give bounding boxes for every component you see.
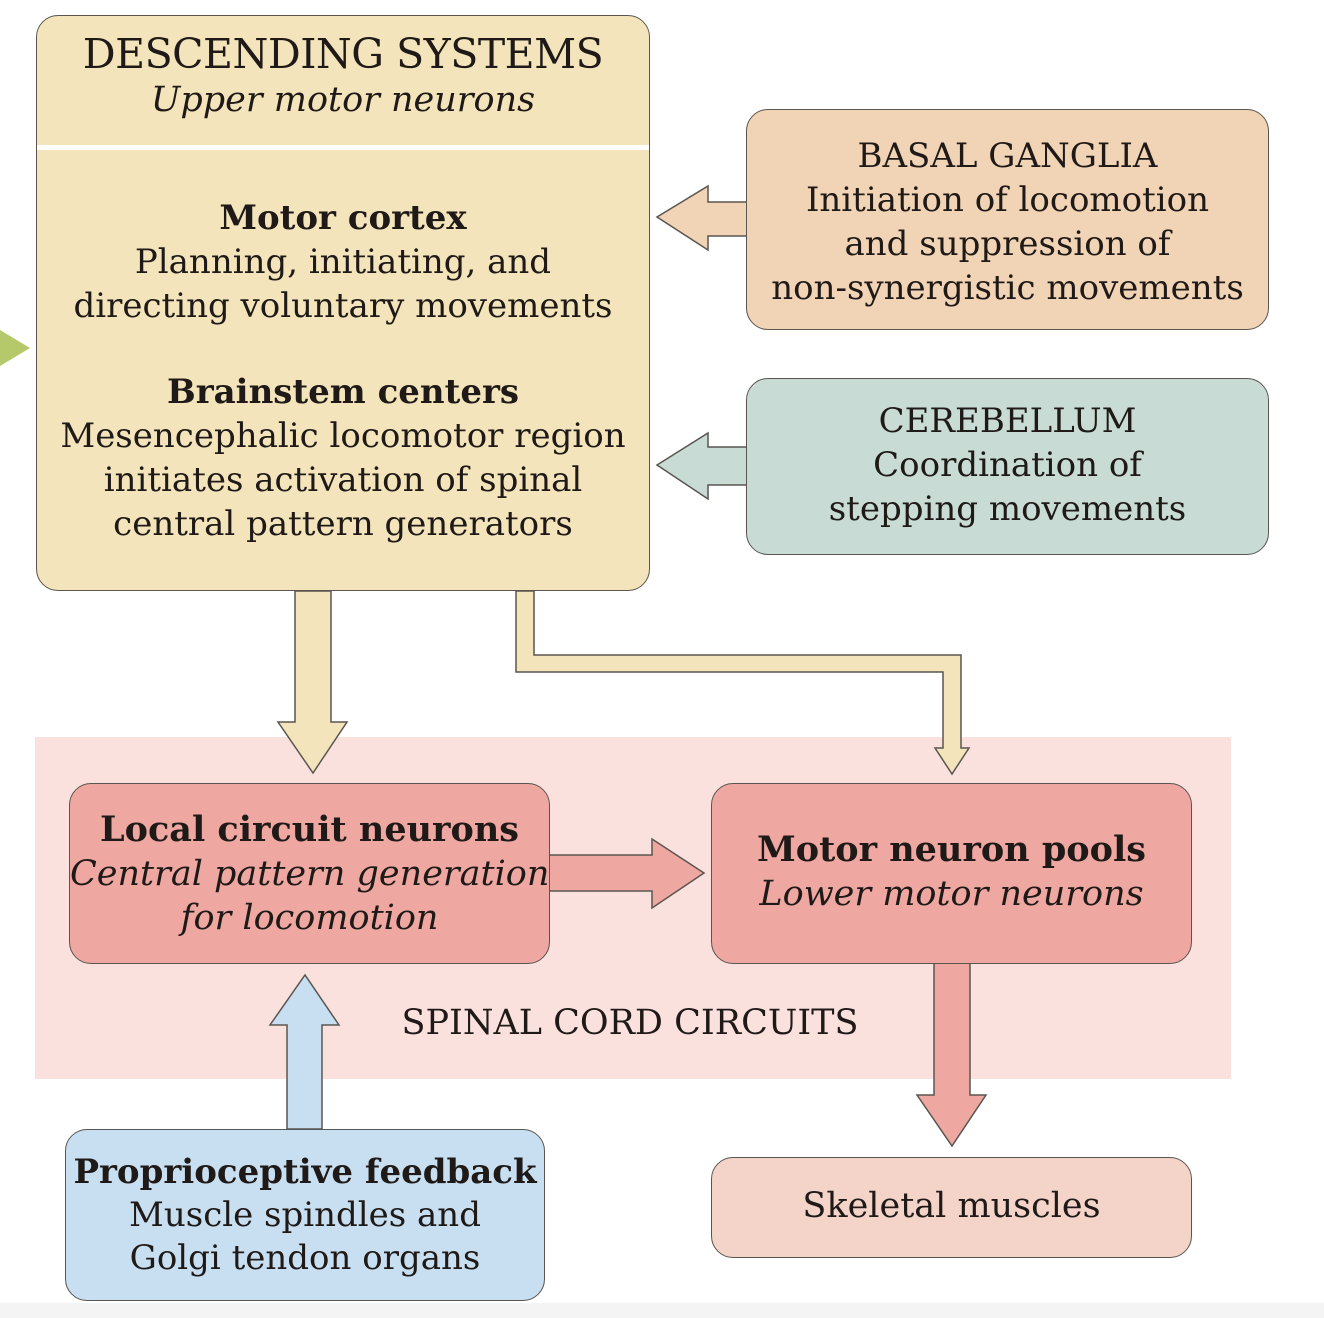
basal-ganglia-line: Initiation of locomotion [805, 180, 1210, 220]
basal-ganglia-arrow [655, 184, 748, 252]
descending-to-local-arrow [276, 590, 349, 775]
spinal-cord-label: SPINAL CORD CIRCUITS [401, 1003, 859, 1043]
proprioceptive-feedback-box: Proprioceptive feedback Muscle spindles … [65, 1129, 545, 1301]
brainstem-section: Brainstem centers Mesencephalic locomoto… [37, 370, 649, 546]
basal-ganglia-box: BASAL GANGLIA Initiation of locomotion a… [746, 109, 1269, 330]
cerebellum-line: stepping movements [828, 489, 1187, 529]
motor-pools-to-skeletal-arrow [915, 962, 988, 1148]
brainstem-line: initiates activation of spinal [103, 460, 583, 500]
motor-cortex-line: directing voluntary movements [73, 286, 613, 326]
bottom-fade [0, 1303, 1324, 1318]
descending-systems-box: DESCENDING SYSTEMS Upper motor neurons M… [36, 15, 650, 591]
motor-pools-title: Motor neuron pools [757, 829, 1146, 870]
cerebellum-arrow [655, 431, 748, 501]
basal-ganglia-line: non-synergistic movements [771, 268, 1244, 308]
motor-cortex-section: Motor cortex Planning, initiating, and d… [37, 196, 649, 328]
skeletal-muscles-box: Skeletal muscles [711, 1157, 1192, 1258]
motor-cortex-line: Planning, initiating, and [134, 242, 552, 282]
motor-pools-subtitle: Lower motor neurons [759, 874, 1144, 914]
skeletal-muscles-label: Skeletal muscles [802, 1186, 1101, 1226]
proprioceptive-line: Golgi tendon organs [129, 1238, 481, 1278]
descending-to-motor-pools-arrow [515, 590, 971, 776]
local-to-motor-pools-arrow [548, 837, 706, 910]
brainstem-heading: Brainstem centers [166, 372, 520, 412]
cerebellum-line: Coordination of [873, 445, 1142, 485]
descending-title: DESCENDING SYSTEMS [82, 30, 604, 78]
basal-ganglia-line: and suppression of [844, 224, 1171, 264]
descending-subtitle: Upper motor neurons [150, 80, 536, 120]
cerebellum-box: CEREBELLUM Coordination of stepping move… [746, 378, 1269, 555]
proprioceptive-line: Muscle spindles and [129, 1195, 481, 1235]
local-circuit-line: Central pattern generation [70, 854, 550, 894]
descending-header: DESCENDING SYSTEMS Upper motor neurons [37, 16, 649, 134]
offscreen-arrow [0, 330, 30, 366]
basal-ganglia-title: BASAL GANGLIA [857, 136, 1158, 176]
motor-cortex-heading: Motor cortex [219, 198, 467, 238]
proprioceptive-to-local-arrow [268, 973, 341, 1130]
cerebellum-title: CEREBELLUM [878, 401, 1137, 441]
brainstem-line: central pattern generators [113, 504, 573, 544]
proprioceptive-title: Proprioceptive feedback [73, 1152, 537, 1192]
local-circuit-line: for locomotion [180, 898, 439, 938]
motor-neuron-pools-box: Motor neuron pools Lower motor neurons [711, 783, 1192, 964]
brainstem-line: Mesencephalic locomotor region [60, 416, 626, 456]
local-circuit-neurons-box: Local circuit neurons Central pattern ge… [69, 783, 550, 964]
local-circuit-title: Local circuit neurons [100, 809, 519, 850]
descending-divider [37, 145, 649, 150]
